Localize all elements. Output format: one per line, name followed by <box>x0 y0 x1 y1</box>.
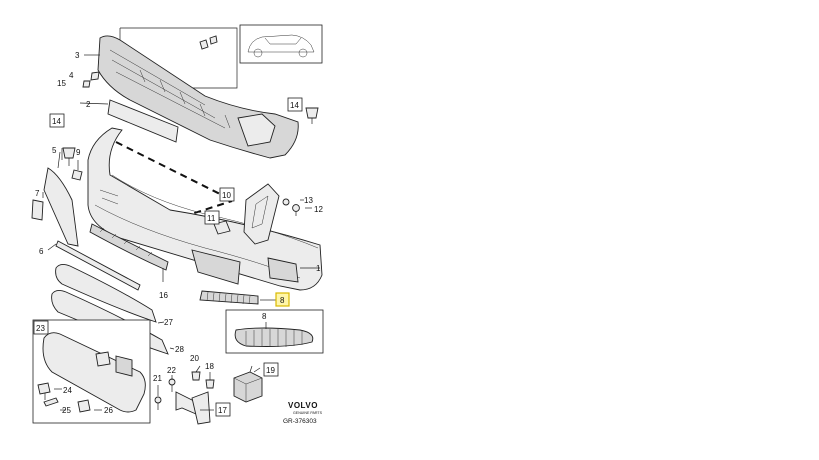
callout-9: 9 <box>76 148 81 157</box>
bolt-top-2 <box>209 35 218 45</box>
mounting-kit-frame-part-23 <box>32 319 151 424</box>
callout-20: 20 <box>190 354 199 363</box>
side-bracket-part-5 <box>43 167 79 247</box>
callout-17: 17 <box>218 406 227 415</box>
fastener-part-21 <box>154 396 162 410</box>
brand-subtitle: GENUINE PARTS <box>293 411 323 415</box>
callout-4: 4 <box>69 71 74 80</box>
boxed-callouts: 14 14 10 11 8 23 17 19 <box>33 97 303 417</box>
top-inset-frame <box>119 24 323 89</box>
screw-part-24 <box>37 382 51 395</box>
callout-labels: 3 4 15 2 5 9 7 6 1 16 13 12 27 28 20 22 … <box>35 51 323 415</box>
callout-15: 15 <box>57 79 66 88</box>
grille-part-8 <box>199 290 259 305</box>
sensor-box-part-19 <box>233 365 263 403</box>
brand-name: VOLVO <box>288 401 318 410</box>
pin-part-25 <box>43 397 59 407</box>
mounting-bracket-part-10 <box>243 183 280 245</box>
callout-14-left: 14 <box>52 117 61 126</box>
assembly-line-carrier <box>115 141 221 195</box>
callout-23: 23 <box>36 324 45 333</box>
callout-11: 11 <box>207 214 216 223</box>
callout-16: 16 <box>159 291 168 300</box>
callout-26: 26 <box>104 406 113 415</box>
clip-part-14-right <box>305 107 319 124</box>
clip-part-14-left <box>62 147 76 166</box>
callout-24: 24 <box>63 386 72 395</box>
bolt-top <box>199 39 209 50</box>
front-bumper-cover-part <box>87 127 323 291</box>
fastener-part-18 <box>205 379 215 389</box>
callout-6: 6 <box>39 247 44 256</box>
nut-part-26 <box>77 399 91 413</box>
diagram-code: GR-376303 <box>283 418 317 425</box>
fastener-part-15 <box>82 80 91 88</box>
callout-1: 1 <box>316 264 321 273</box>
spoiler-part-27 <box>55 263 157 323</box>
fastener-part-20 <box>191 371 201 381</box>
bolt-part-13 <box>282 198 290 206</box>
pad-icon <box>115 355 133 377</box>
fastener-part-22 <box>168 378 176 392</box>
callout-13: 13 <box>304 196 313 205</box>
brand-block: VOLVO GENUINE PARTS GR-376303 <box>283 401 323 425</box>
callout-5: 5 <box>52 146 57 155</box>
impact-absorber-strip <box>107 99 179 143</box>
bracket-part-7 <box>31 199 44 221</box>
callout-2: 2 <box>86 100 91 109</box>
lower-grille-strip-part-16 <box>89 223 169 271</box>
callout-10: 10 <box>222 191 231 200</box>
callout-18: 18 <box>205 362 214 371</box>
callout-21: 21 <box>153 374 162 383</box>
callout-28: 28 <box>175 345 184 354</box>
callout-14-right: 14 <box>290 101 299 110</box>
bolt-part-12 <box>292 204 300 216</box>
bumper-carrier-part <box>97 35 299 159</box>
plug-part-9 <box>71 169 83 181</box>
selected-part-highlight[interactable] <box>275 292 290 307</box>
callout-19: 19 <box>266 366 275 375</box>
trim-strip-part-6 <box>55 240 141 291</box>
fastener-part-4 <box>90 71 100 81</box>
cap-icon <box>95 351 111 367</box>
callout-25: 25 <box>62 406 71 415</box>
callout-22: 22 <box>167 366 176 375</box>
callout-8-detail: 8 <box>262 312 267 321</box>
leader-lines <box>42 54 320 411</box>
callout-3: 3 <box>75 51 80 60</box>
callout-12: 12 <box>314 205 323 214</box>
grille-detail-frame <box>225 309 324 354</box>
callout-8-selected[interactable]: 8 <box>280 296 285 305</box>
callout-27: 27 <box>164 318 173 327</box>
callout-7: 7 <box>35 189 40 198</box>
vehicle-thumbnail-icon <box>247 34 315 58</box>
bracket-part-17 <box>175 391 211 425</box>
